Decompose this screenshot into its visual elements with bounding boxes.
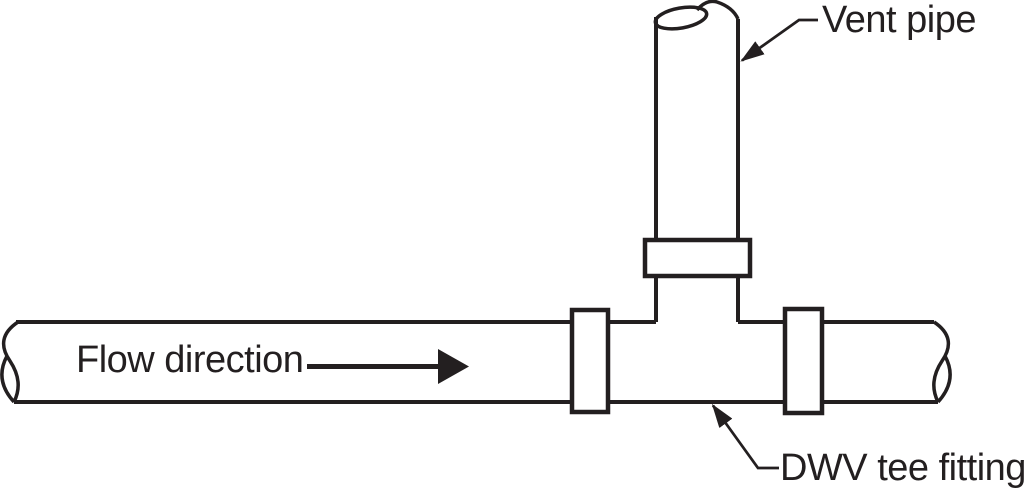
pipe-break-left-icon: [0, 320, 20, 404]
dwv-tee-fitting-label: DWV tee fitting: [780, 447, 1024, 489]
flow-direction-label: Flow direction: [76, 339, 303, 381]
vent-pipe-leader-line: [740, 18, 818, 62]
tee-hub-left: [569, 307, 611, 415]
vent-pipe-label: Vent pipe: [822, 0, 976, 41]
flow-arrow-icon: [307, 349, 469, 384]
tee-hub-right: [782, 306, 825, 416]
tee-hub-top: [642, 237, 753, 279]
dwv-tee-leader-line: [711, 403, 779, 470]
pipe-break-right-icon: [932, 320, 952, 404]
pipe-break-top-icon: [653, 0, 740, 31]
